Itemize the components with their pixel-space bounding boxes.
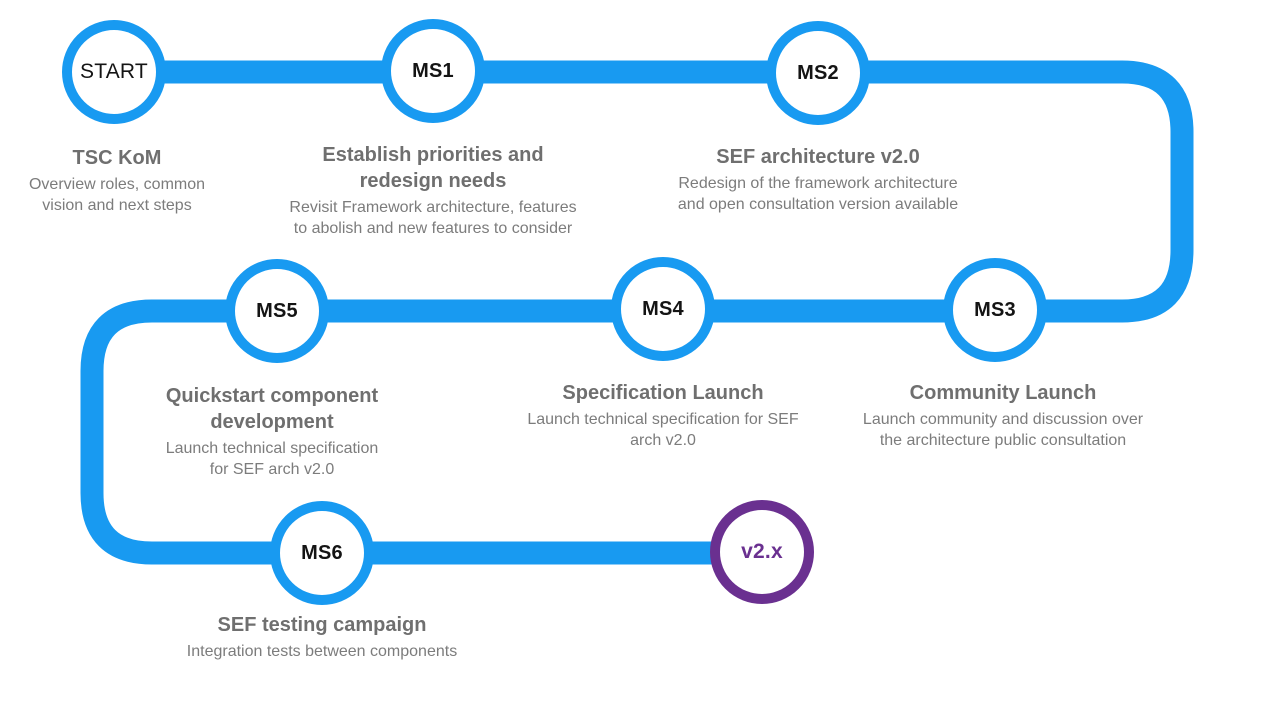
milestone-caption-ms1: Establish priorities and redesign needs …	[263, 142, 603, 239]
milestone-title: Community Launch	[909, 382, 1097, 404]
milestone-node-ms1: MS1	[381, 19, 485, 123]
milestone-node-label: MS2	[797, 61, 839, 84]
milestone-node-label: START	[80, 60, 148, 83]
milestone-caption-ms5: Quickstart component development Launch …	[132, 383, 412, 480]
milestone-title: SEF architecture v2.0	[716, 146, 920, 168]
milestone-node-start: START	[62, 20, 166, 124]
milestone-caption-ms3: Community Launch Launch community and di…	[833, 380, 1173, 451]
milestone-description: Revisit Framework architecture, features…	[289, 199, 577, 237]
milestone-node-label: MS4	[642, 297, 684, 320]
milestone-description: Integration tests between components	[186, 643, 458, 660]
milestone-node-label: MS6	[301, 541, 343, 564]
milestone-node-ms5: MS5	[225, 259, 329, 363]
milestone-title: SEF testing campaign	[217, 614, 427, 636]
milestone-caption-ms2: SEF architecture v2.0 Redesign of the fr…	[648, 144, 988, 215]
milestone-node-label: MS5	[256, 299, 298, 322]
milestone-node-ms3: MS3	[943, 258, 1047, 362]
milestone-title: Quickstart component development	[165, 385, 379, 433]
milestone-caption-ms6: SEF testing campaign Integration tests b…	[157, 612, 487, 662]
milestone-description: Launch technical specification for SEF a…	[527, 411, 799, 449]
milestone-node-label: MS1	[412, 59, 454, 82]
milestone-node-label: v2.x	[741, 540, 783, 563]
milestone-description: Launch community and discussion over the…	[862, 411, 1144, 449]
milestone-title: Establish priorities and redesign needs	[322, 144, 544, 192]
milestone-description: Redesign of the framework architecture a…	[677, 175, 959, 213]
milestone-description: Overview roles, common vision and next s…	[28, 176, 206, 214]
milestone-description: Launch technical specification for SEF a…	[165, 440, 379, 478]
milestone-node-ms2: MS2	[766, 21, 870, 125]
milestone-title: TSC KoM	[72, 147, 162, 169]
milestone-caption-ms4: Specification Launch Launch technical sp…	[508, 380, 818, 451]
milestone-node-v2x: v2.x	[710, 500, 814, 604]
milestone-node-ms4: MS4	[611, 257, 715, 361]
milestone-title: Specification Launch	[562, 382, 764, 404]
milestone-node-ms6: MS6	[270, 501, 374, 605]
milestone-caption-start: TSC KoM Overview roles, common vision an…	[2, 145, 232, 216]
milestone-node-label: MS3	[974, 298, 1016, 321]
